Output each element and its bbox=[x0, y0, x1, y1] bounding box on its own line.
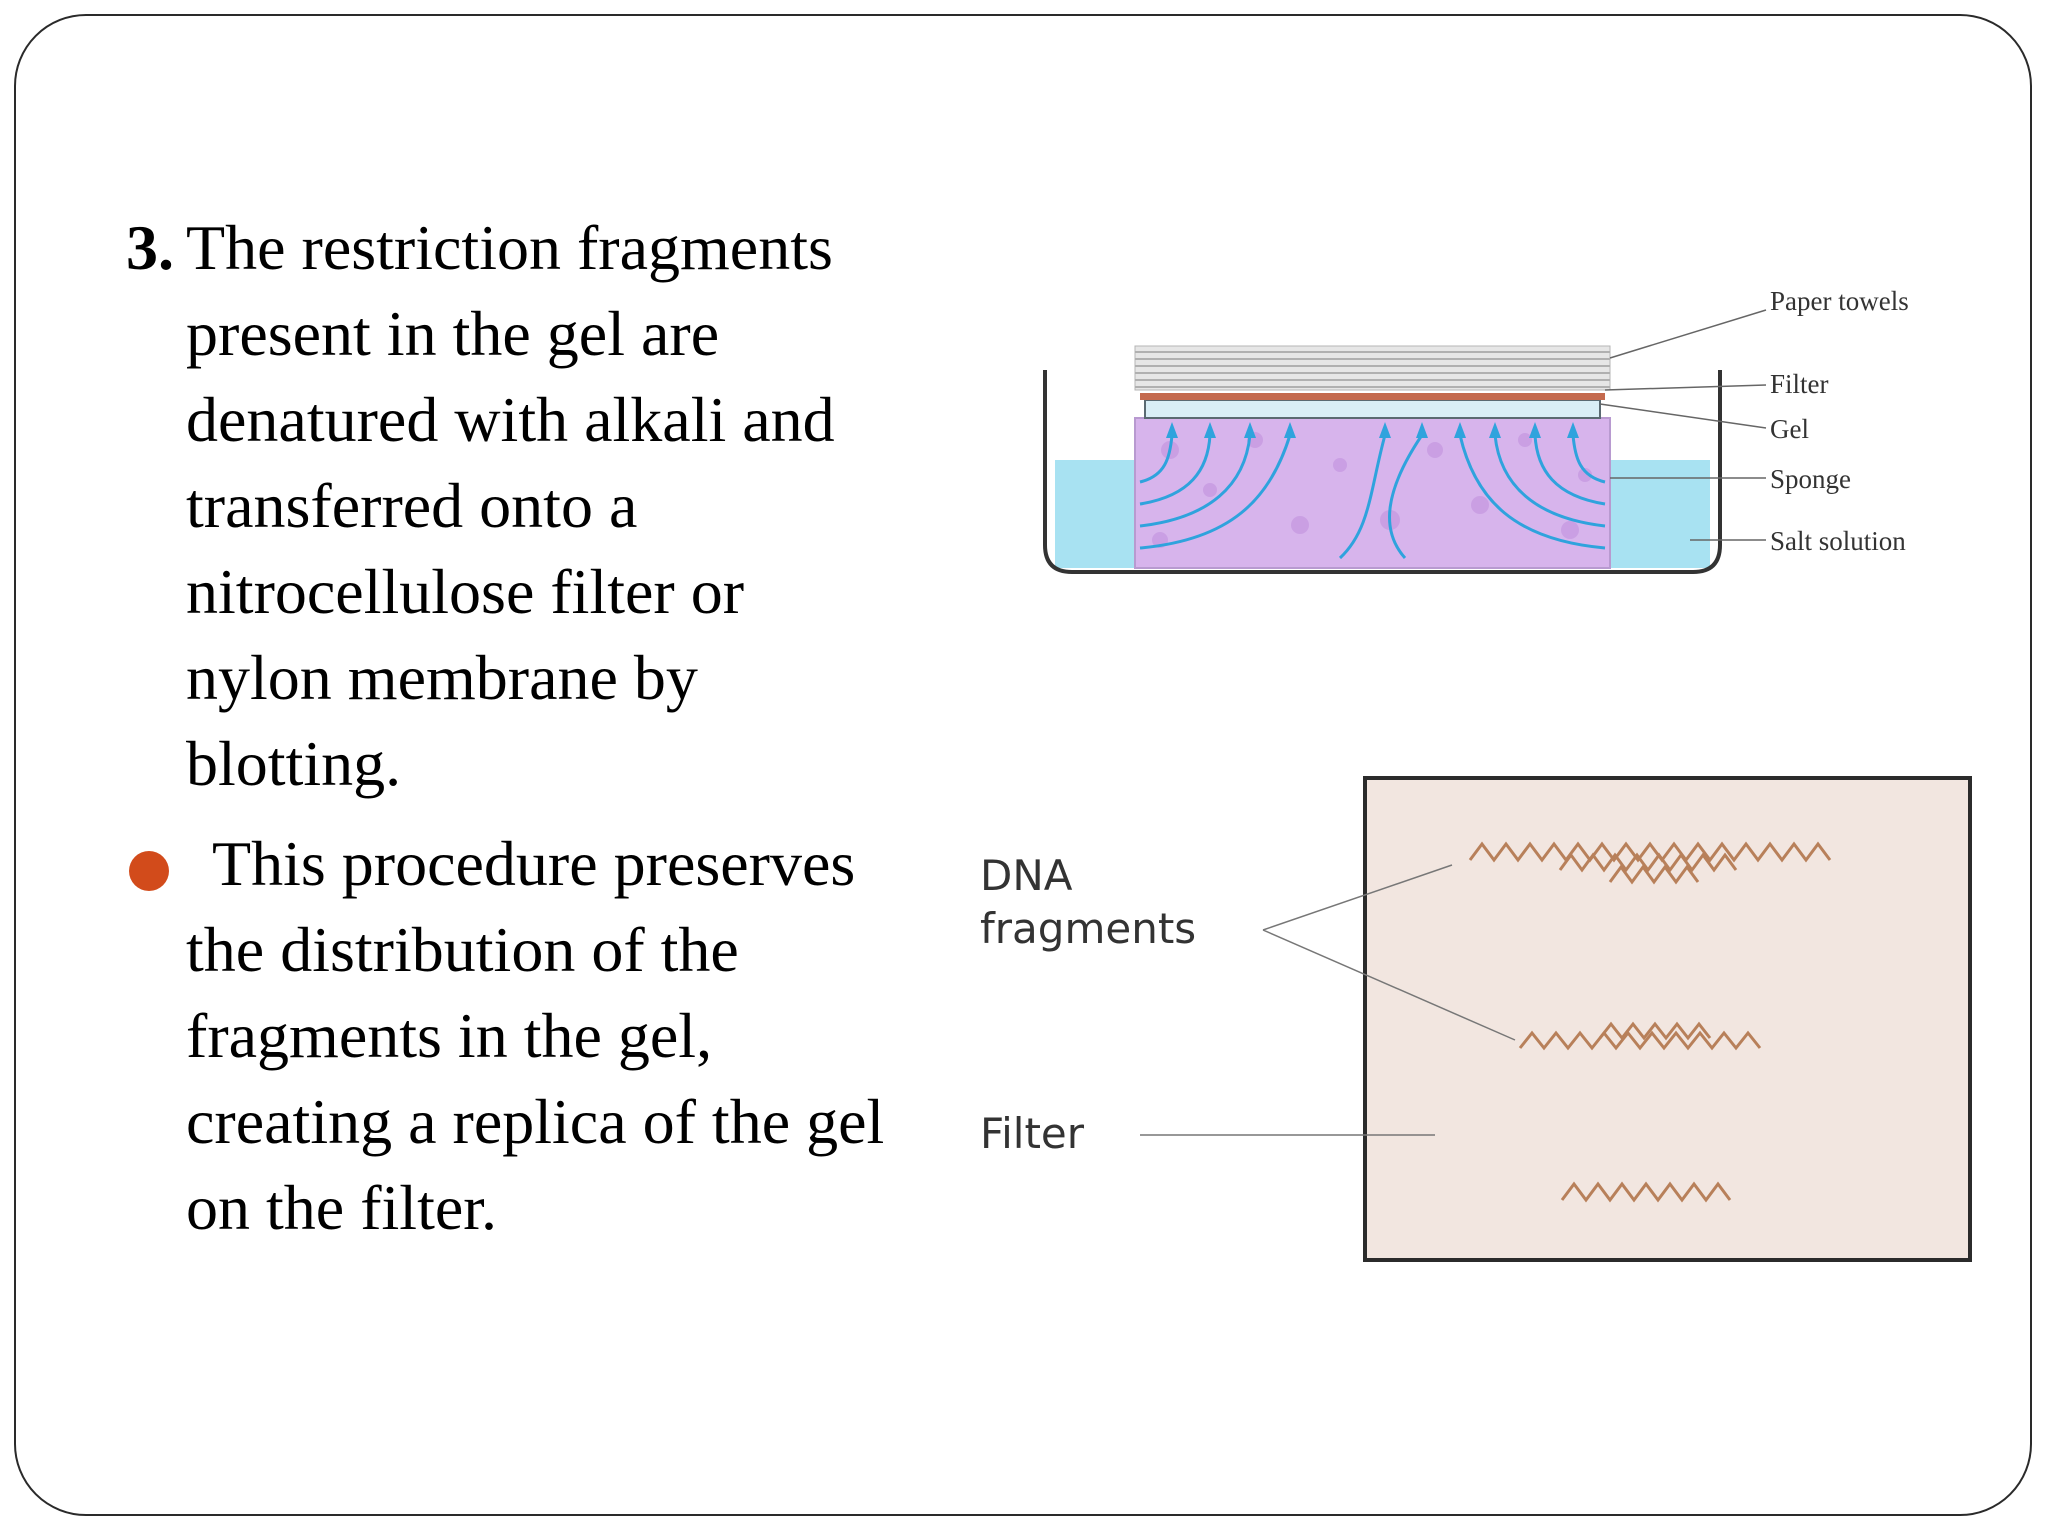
filter-layer bbox=[1140, 393, 1605, 400]
step-line: The restriction fragments bbox=[186, 212, 833, 283]
dna-fragment bbox=[1518, 1030, 1762, 1051]
label-fragments: fragments bbox=[980, 904, 1196, 953]
tray bbox=[1043, 370, 1722, 574]
bullet-dot-icon bbox=[129, 851, 169, 891]
flow-arrowheads bbox=[1166, 422, 1579, 438]
label-sponge: Sponge bbox=[1770, 464, 1851, 494]
label-dna: DNA bbox=[980, 851, 1073, 900]
bullet-line: the distribution of the bbox=[186, 914, 739, 985]
label-filter-sheet: Filter bbox=[980, 1109, 1085, 1158]
dna-fragment bbox=[1560, 1181, 1732, 1203]
step-line: nitrocellulose filter or bbox=[186, 556, 745, 627]
step-line: transferred onto a bbox=[186, 470, 638, 541]
label-gel: Gel bbox=[1770, 414, 1809, 444]
paper-towels bbox=[1134, 345, 1611, 391]
bullet-line: fragments in the gel, bbox=[186, 1000, 713, 1071]
dna-fragment bbox=[1558, 852, 1738, 873]
step-line: denatured with alkali and bbox=[186, 384, 835, 455]
fragment-leader-lines bbox=[1140, 864, 1516, 1136]
bullet-line: creating a replica of the gel bbox=[186, 1086, 885, 1157]
slide-frame bbox=[14, 14, 2032, 1516]
blotting-setup-diagram: Paper towels Filter Gel Sponge Salt solu… bbox=[1043, 290, 1909, 574]
bullet-item: This procedure preserves the distributio… bbox=[126, 821, 966, 1251]
flow-arrows bbox=[1139, 434, 1606, 560]
bullet-line: This procedure preserves bbox=[212, 828, 856, 899]
sponge-texture bbox=[1152, 432, 1592, 548]
gel-layer bbox=[1144, 399, 1601, 419]
step-line: nylon membrane by bbox=[186, 642, 698, 713]
dna-fragments bbox=[1468, 841, 1832, 1203]
label-paper-towels: Paper towels bbox=[1770, 290, 1909, 316]
step-line: blotting. bbox=[186, 728, 402, 799]
dna-fragment bbox=[1468, 841, 1832, 863]
dna-fragment bbox=[1598, 1021, 1712, 1041]
step-number: 3. bbox=[126, 212, 174, 283]
filter-fragments-diagram: DNA fragments Filter bbox=[980, 776, 1972, 1262]
leader-lines bbox=[1599, 309, 1767, 541]
bullet-line: on the filter. bbox=[186, 1172, 498, 1243]
label-salt-solution: Salt solution bbox=[1770, 526, 1906, 556]
step-line: present in the gel are bbox=[186, 298, 720, 369]
label-filter: Filter bbox=[1770, 369, 1829, 399]
dna-fragment bbox=[1608, 864, 1700, 885]
step-3: 3. The restriction fragments present in … bbox=[126, 205, 966, 807]
slide-text: 3. The restriction fragments present in … bbox=[126, 205, 966, 1251]
